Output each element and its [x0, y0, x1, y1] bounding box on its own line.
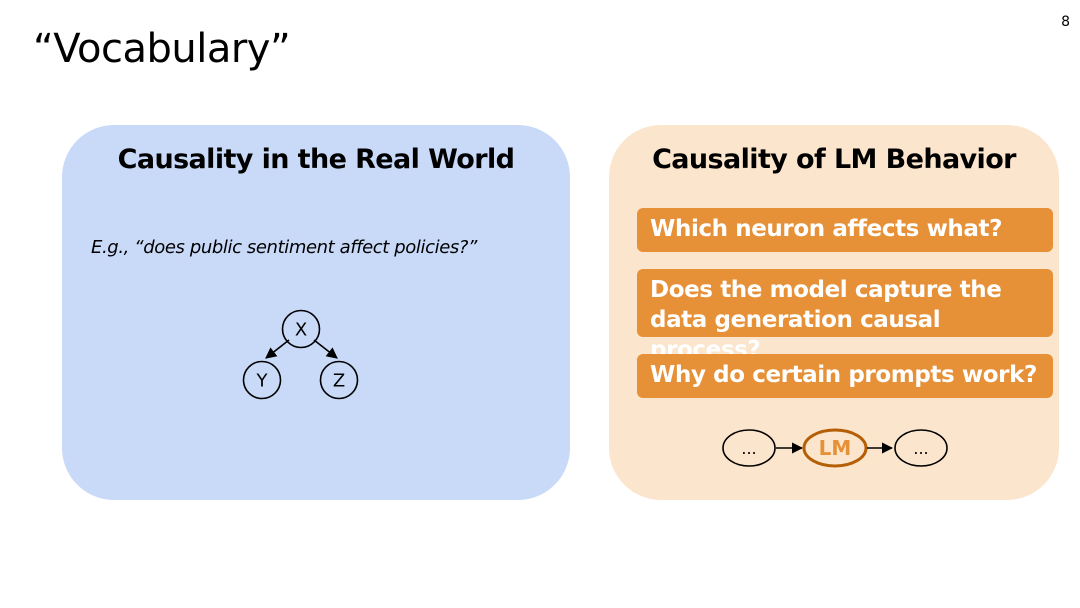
causal-graph: X Y Z [242, 309, 359, 400]
slide-title: “Vocabulary” [33, 26, 291, 72]
page-number: 8 [1061, 14, 1070, 30]
node-x: X [281, 309, 321, 349]
edge-x-to-z [313, 339, 338, 359]
lm-node-label: LM [819, 436, 852, 460]
example-question: E.g., “does public sentiment affect poli… [91, 237, 477, 258]
node-z: Z [319, 360, 359, 400]
lm-behavior-panel: Causality of LM Behavior Which neuron af… [609, 125, 1059, 500]
node-y-label: Y [256, 371, 269, 392]
output-node: ... [894, 429, 948, 467]
real-world-heading: Causality in the Real World [117, 144, 515, 175]
lm-node: LM [802, 428, 868, 468]
input-node: ... [722, 429, 776, 467]
input-node-label: ... [741, 439, 756, 458]
lm-flow-diagram: ... LM ... [722, 428, 948, 468]
node-z-label: Z [333, 371, 345, 392]
output-node-label: ... [913, 439, 928, 458]
node-x-label: X [295, 320, 307, 341]
question-box-neuron: Which neuron affects what? [637, 208, 1053, 252]
node-y: Y [242, 360, 282, 400]
lm-behavior-heading: Causality of LM Behavior [652, 144, 1016, 175]
real-world-panel: Causality in the Real World E.g., “does … [62, 125, 570, 500]
question-box-prompts: Why do certain prompts work? [637, 354, 1053, 398]
question-box-data-generation: Does the model capture the data generati… [637, 269, 1053, 363]
edge-x-to-y [265, 339, 290, 359]
